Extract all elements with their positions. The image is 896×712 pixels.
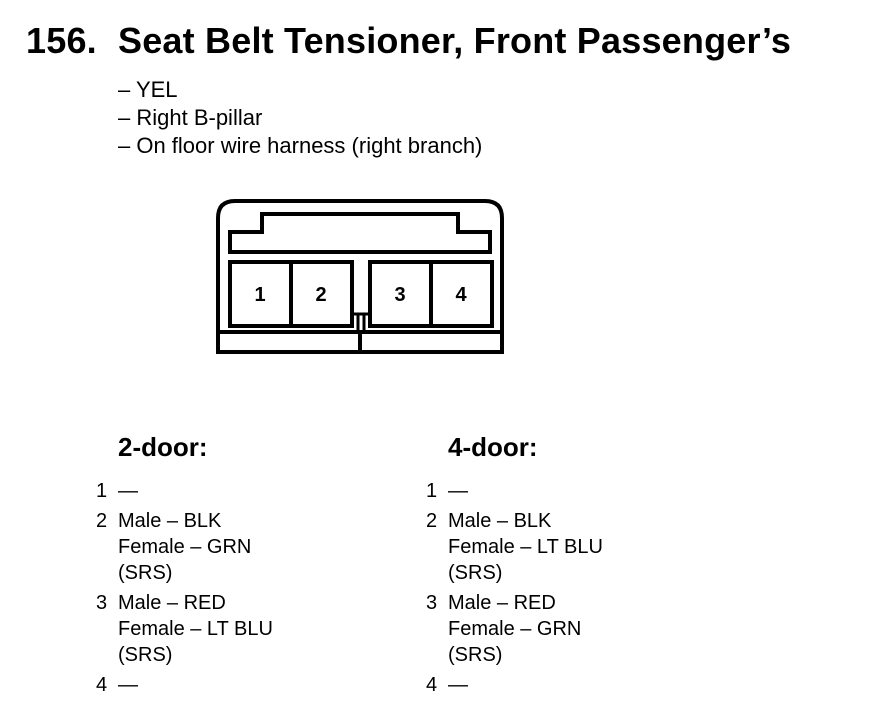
pin-wire: — — [448, 674, 468, 696]
item-title: Seat Belt Tensioner, Front Passenger’s — [118, 20, 792, 61]
pin-row: 4 — — [418, 672, 748, 698]
note-location: – Right B-pillar — [118, 105, 263, 130]
pin-label-2: 2 — [315, 284, 326, 306]
pin-wire-male: Male – RED — [448, 592, 556, 614]
pin-wire-female: Female – LT BLU — [118, 618, 273, 640]
connector-key-channel — [228, 212, 492, 254]
item-number: 156. — [26, 20, 97, 61]
pin-number: 3 — [96, 592, 108, 614]
pin-label-1: 1 — [254, 284, 265, 306]
pin-row: 4 — — [88, 672, 418, 698]
pin-wire: — — [118, 480, 138, 502]
connector-notes: – YEL – Right B-pillar – On floor wire h… — [118, 76, 482, 160]
page-title: 156. Seat Belt Tensioner, Front Passenger… — [26, 20, 791, 62]
pin-wire-male: Male – BLK — [118, 510, 222, 532]
variant-heading: 4-door: — [448, 432, 538, 462]
pin-number: 2 — [426, 510, 438, 532]
pin-wire-female: Female – GRN — [118, 536, 252, 558]
pin-circuit: (SRS) — [448, 644, 503, 666]
pin-wire: — — [118, 674, 138, 696]
pin-circuit: (SRS) — [448, 562, 503, 584]
pin-row: 2 Male – BLK Female – LT BLU (SRS) — [418, 508, 748, 586]
connector-housing — [216, 199, 504, 354]
pin-circuit: (SRS) — [118, 644, 173, 666]
pin-row: 1 — — [88, 478, 418, 504]
pin-row: 3 Male – RED Female – GRN (SRS) — [418, 590, 748, 668]
pin-row: 3 Male – RED Female – LT BLU (SRS) — [88, 590, 418, 668]
pin-wire-male: Male – BLK — [448, 510, 552, 532]
pin-label-4: 4 — [455, 284, 467, 306]
pin-row: 2 Male – BLK Female – GRN (SRS) — [88, 508, 418, 586]
connector-center-tab — [350, 312, 372, 326]
note-harness: – On floor wire harness (right branch) — [118, 133, 483, 158]
pin-number: 1 — [426, 480, 438, 502]
pin-label-3: 3 — [394, 284, 405, 306]
pin-circuit: (SRS) — [118, 562, 173, 584]
variant-heading: 2-door: — [118, 432, 208, 462]
pin-list: 1 — 2 Male – BLK Female – GRN (SRS) 3 Ma… — [88, 478, 418, 702]
pin-row: 1 — — [418, 478, 748, 504]
pin-number: 2 — [96, 510, 108, 532]
pin-wire-female: Female – LT BLU — [448, 536, 603, 558]
pin-number: 4 — [426, 674, 438, 696]
pin-wire-male: Male – RED — [118, 592, 226, 614]
pin-list: 1 — 2 Male – BLK Female – LT BLU (SRS) 3… — [418, 478, 748, 702]
pin-wire-female: Female – GRN — [448, 618, 582, 640]
pin-number: 1 — [96, 480, 108, 502]
pin-number: 4 — [96, 674, 108, 696]
note-color: – YEL — [118, 77, 178, 102]
pin-number: 3 — [426, 592, 438, 614]
pin-wire: — — [448, 480, 468, 502]
